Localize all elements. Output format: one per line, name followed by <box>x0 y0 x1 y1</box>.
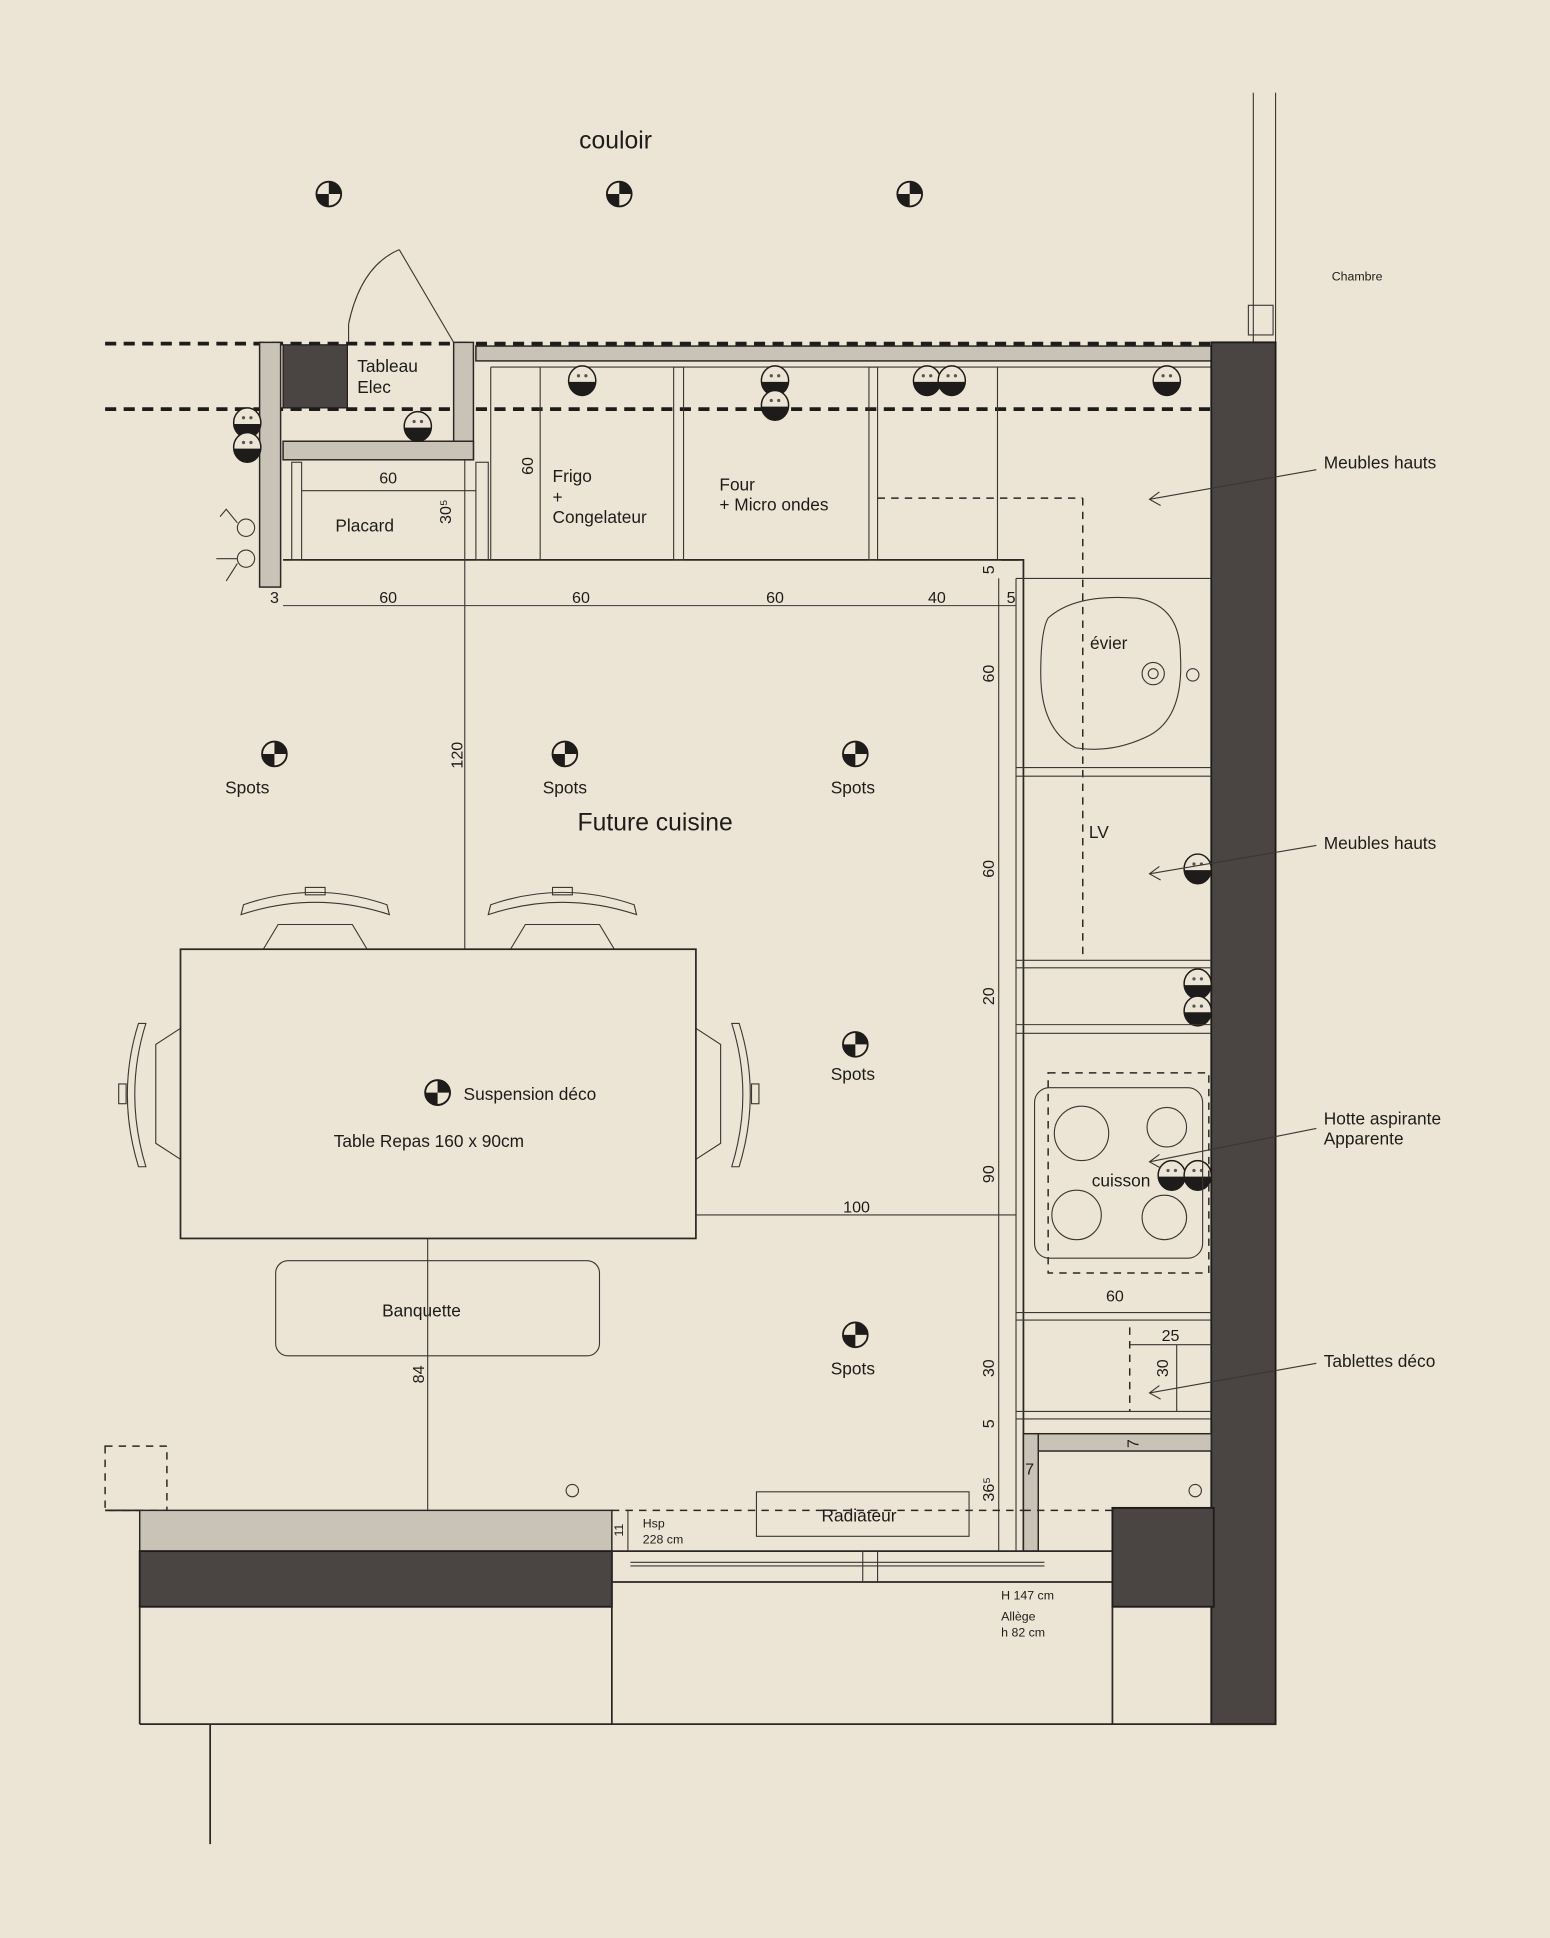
shelves-label: Tablettes déco <box>1324 1351 1436 1371</box>
dim-right-3: 60 <box>980 860 998 878</box>
corridor-label: couloir <box>579 127 652 154</box>
hood-label-2: Apparente <box>1324 1129 1404 1149</box>
wall-units-label-1: Meubles hauts <box>1324 452 1437 472</box>
oven-label-2: + Micro ondes <box>719 494 828 514</box>
fridge-label-3: Congelateur <box>553 507 647 527</box>
coat-hooks <box>216 508 256 582</box>
left-partition <box>258 341 282 588</box>
bench-label: Banquette <box>382 1300 461 1320</box>
base-cabinets-top <box>283 366 1084 961</box>
electrical-panel <box>282 344 348 409</box>
sill-dim: 11 <box>612 1524 626 1537</box>
bedroom-wall <box>1247 92 1277 343</box>
bench <box>275 1260 601 1357</box>
callout-arrows <box>1148 469 1317 1400</box>
corridor-spots <box>315 180 924 208</box>
dining-table <box>179 948 697 1240</box>
dim-right-5: 90 <box>980 1165 998 1183</box>
right-exterior-wall <box>1210 341 1277 1726</box>
top-dimension-line <box>283 559 1017 1552</box>
dim-top-4: 60 <box>766 589 784 607</box>
window-height: H 147 cm <box>1001 1588 1054 1602</box>
pendant-label: Suspension déco <box>464 1084 597 1104</box>
spots-label-5: Spots <box>831 1358 876 1378</box>
dishwasher-label: LV <box>1089 822 1109 842</box>
cooktop <box>1033 1072 1210 1274</box>
spots-label-3: Spots <box>831 777 876 797</box>
ceiling-height-1: Hsp <box>643 1517 665 1531</box>
closet-label: Placard <box>335 515 394 535</box>
bottom-wall <box>104 1445 1276 1845</box>
right-cabinets <box>1001 559 1213 1552</box>
spots-label-1: Spots <box>225 777 270 797</box>
dim-top-6: 5 <box>1007 589 1016 607</box>
sink-label: évier <box>1090 633 1128 653</box>
oven-label-1: Four <box>719 475 755 495</box>
dim-top-5: 40 <box>928 589 946 607</box>
sink <box>1040 596 1200 750</box>
dim-shelf-width: 25 <box>1162 1327 1180 1345</box>
room-title: Future cuisine <box>578 810 733 837</box>
dim-bench-wall: 84 <box>410 1365 428 1383</box>
dim-right-1: 5 <box>980 565 998 574</box>
dim-right-6: 30 <box>980 1359 998 1377</box>
window-sill-height: h 82 cm <box>1001 1625 1045 1639</box>
spots-label-2: Spots <box>543 777 588 797</box>
dim-right-4: 20 <box>980 987 998 1005</box>
top-wall <box>475 345 1213 362</box>
closet-depth: 30⁵ <box>437 499 455 524</box>
fridge-depth: 60 <box>519 457 537 475</box>
ceiling-height-2: 228 cm <box>643 1533 683 1547</box>
dim-cooktop-width: 60 <box>1106 1287 1124 1305</box>
table-label: Table Repas 160 x 90cm <box>334 1131 524 1151</box>
room-spots <box>261 740 869 1349</box>
dim-right-8: 36⁵ <box>980 1477 998 1502</box>
window-sill-label: Allège <box>1001 1609 1035 1623</box>
dim-top-1: 3 <box>270 589 279 607</box>
bedroom-label: Chambre <box>1332 270 1383 284</box>
wall-units-label-2: Meubles hauts <box>1324 833 1437 853</box>
dim-partition-a: 7 <box>1124 1439 1142 1448</box>
panel-label-2: Elec <box>357 377 391 397</box>
dining-chairs <box>118 886 760 1168</box>
window-pier <box>1111 1506 1215 1608</box>
fridge-label-2: + <box>553 487 563 507</box>
dim-top-3: 60 <box>572 589 590 607</box>
door-swing <box>348 249 455 343</box>
dim-top-2: 60 <box>379 589 397 607</box>
hood-label-1: Hotte aspirante <box>1324 1109 1441 1129</box>
cooktop-label: cuisson <box>1092 1171 1151 1191</box>
spots-label-4: Spots <box>831 1064 876 1084</box>
dim-table-counter: 100 <box>843 1198 870 1216</box>
panel-label-1: Tableau <box>357 356 418 376</box>
dim-right-7: 5 <box>980 1419 998 1428</box>
dim-shelf-height: 30 <box>1154 1359 1172 1377</box>
fridge-label-1: Frigo <box>553 466 592 486</box>
dim-room-depth: 120 <box>448 742 466 769</box>
radiator <box>755 1491 970 1537</box>
closet-width: 60 <box>379 469 397 487</box>
dim-partition-b: 7 <box>1025 1461 1034 1479</box>
dim-right-2: 60 <box>980 665 998 683</box>
radiator-label: Radiateur <box>822 1505 897 1525</box>
